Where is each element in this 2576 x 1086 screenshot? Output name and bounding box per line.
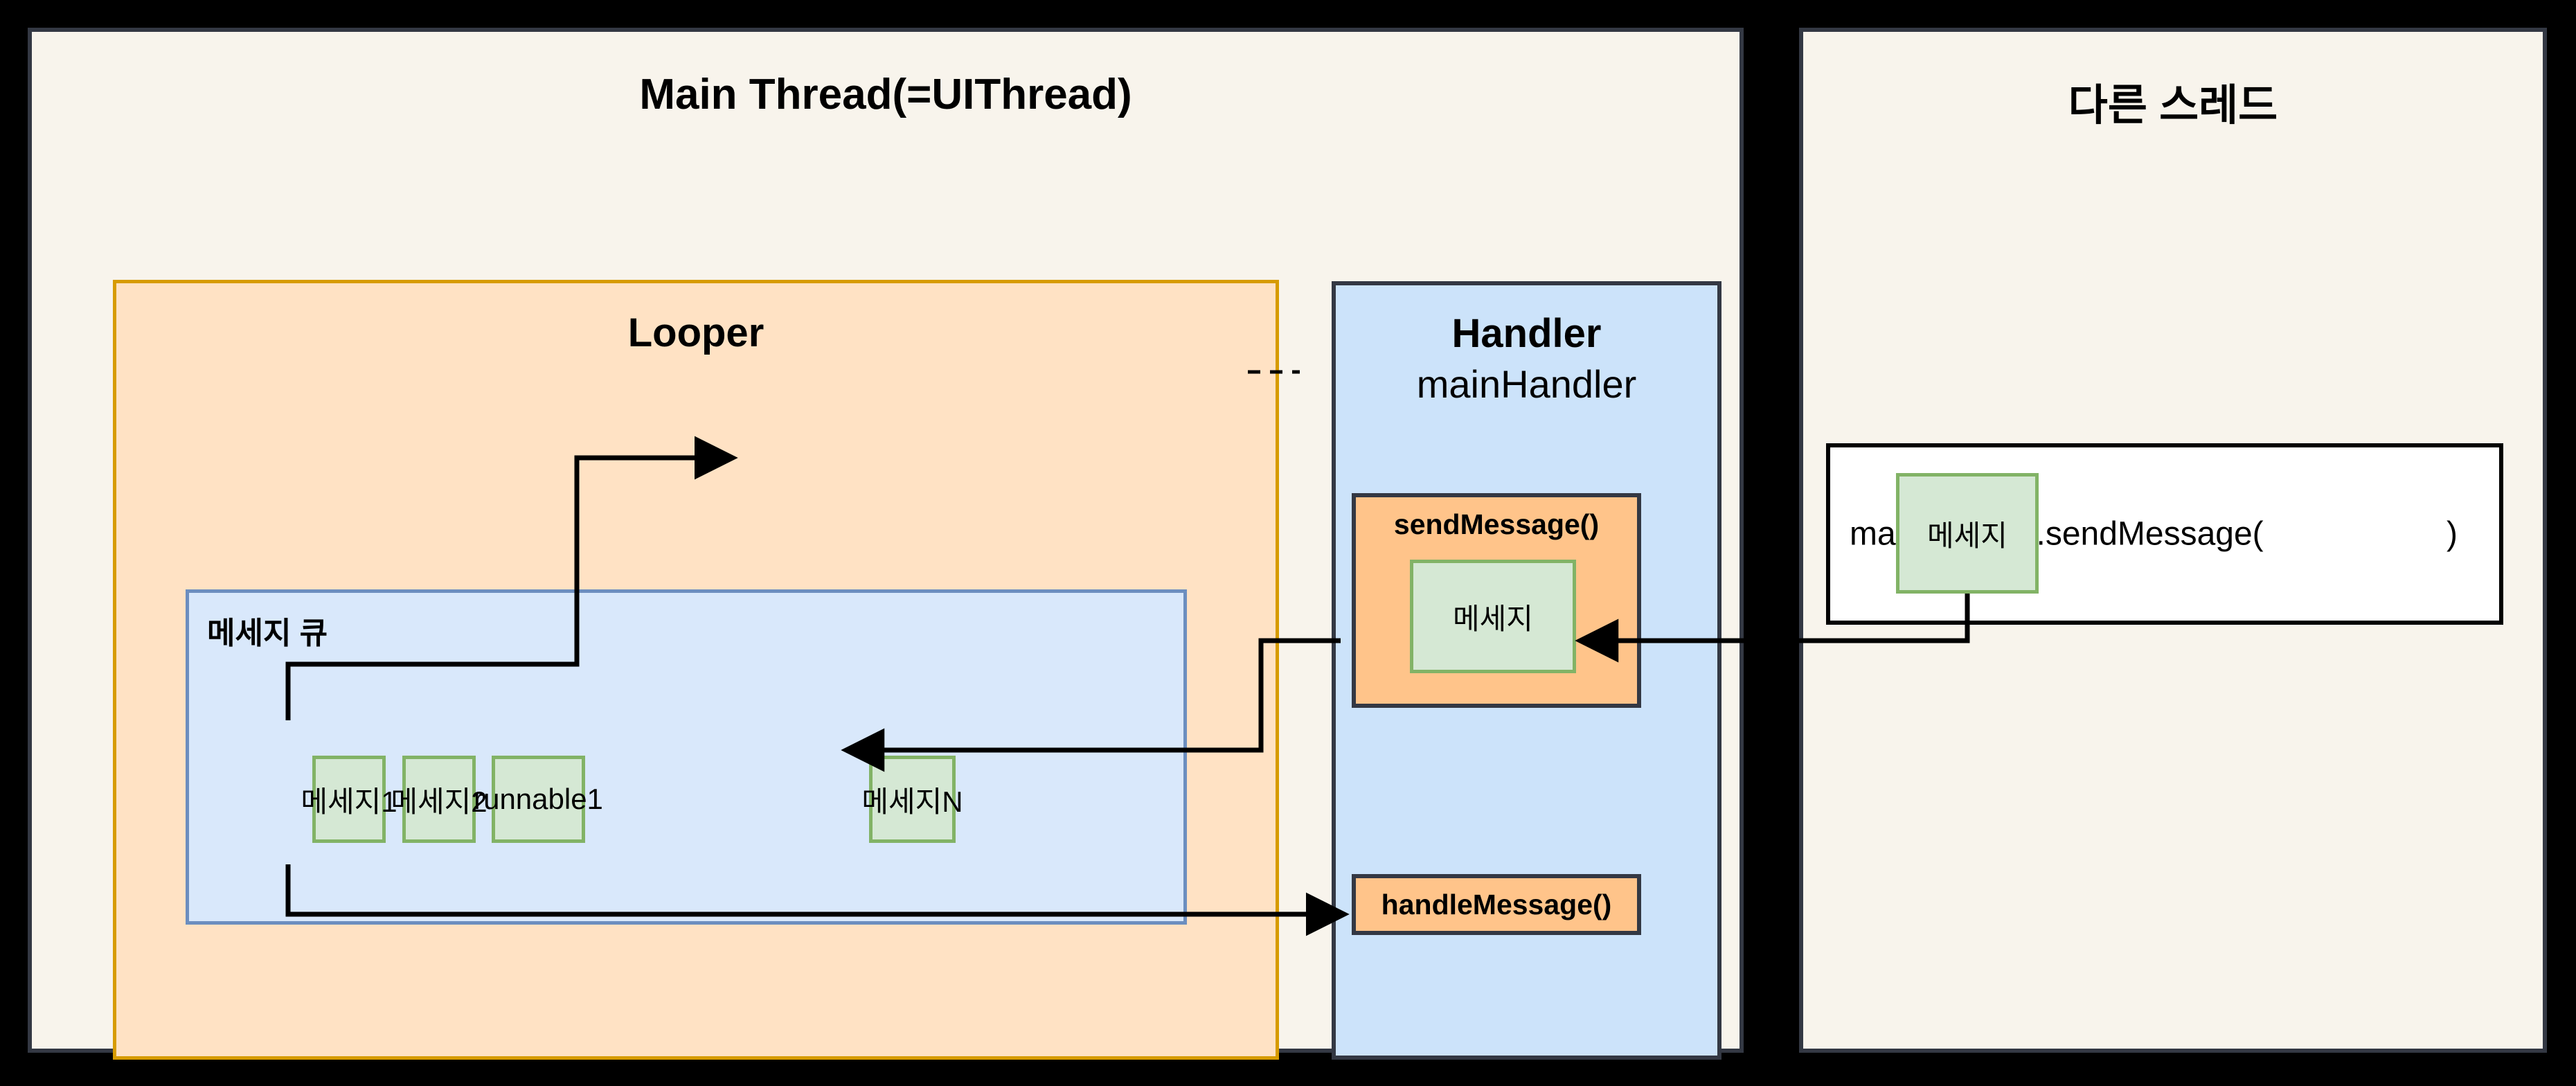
handle-message-box: handleMessage() [1352,874,1641,935]
send-message-code-close-paren: ) [2447,515,2458,553]
looper-group: Looper Runnable? run() 메세지 큐 메세지1 메세지2 r… [113,280,1279,1060]
message-queue-title: 메세지 큐 [207,616,328,650]
queue-item-messageN: 메세지N [861,756,963,843]
handler-title: Handler [1451,311,1602,356]
send-message-argument-box: 메세지 [1410,560,1576,673]
main-thread-title: Main Thread(=UIThread) [639,71,1132,118]
send-message-label: sendMessage() [1393,508,1600,540]
code-message-argument-box: 메세지 [1896,473,2039,594]
queue-item-runnable1: runnable1 [474,756,603,843]
looper-title: Looper [627,310,764,355]
queue-item-message2: 메세지2 [391,756,488,843]
handler-instance-name: mainHandler [1416,362,1637,406]
queue-item-message1: 메세지1 [301,756,397,843]
other-thread-title: 다른 스레드 [2068,82,2278,130]
